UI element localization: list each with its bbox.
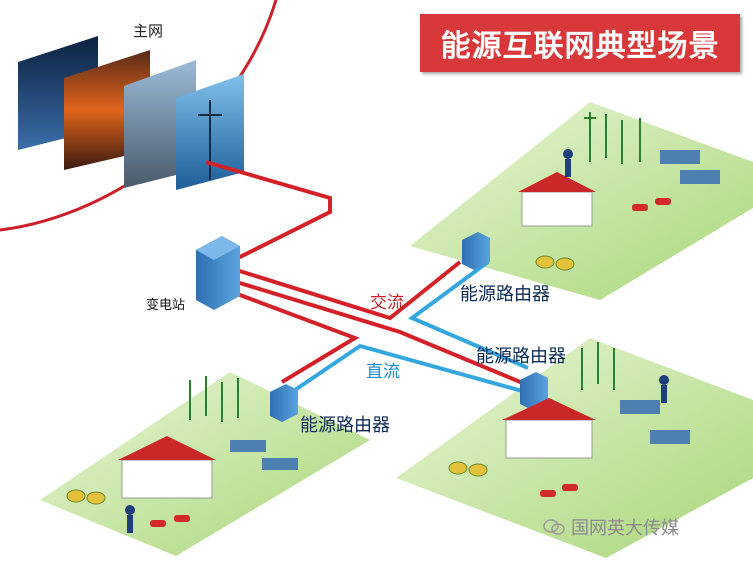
people: [125, 149, 669, 533]
wind-turbines-left: [189, 376, 239, 422]
houses-top-right: [518, 172, 596, 227]
ac-label: 交流: [370, 293, 404, 313]
solar-panels: [230, 150, 720, 470]
page-title: 能源互联网典型场景: [440, 29, 720, 64]
router-label-middle-right: 能源路由器: [476, 346, 566, 367]
wind-turbines-top: [584, 112, 641, 164]
router-box-top-right: [462, 232, 490, 270]
storage-tanks: [66, 255, 575, 505]
substation-label: 变电站: [146, 298, 186, 313]
title-banner: 能源互联网典型场景: [420, 14, 740, 72]
watermark-text: 国网英大传媒: [571, 518, 679, 539]
watermark: 国网英大传媒: [543, 514, 679, 540]
router-box-left: [270, 384, 298, 422]
main-grid-label: 主网: [133, 22, 164, 40]
router-label-top-right: 能源路由器: [460, 284, 550, 305]
ac-lines: [205, 160, 526, 386]
main-grid-photos: [18, 36, 244, 190]
electric-cars: [150, 198, 671, 527]
substation-box: [196, 236, 240, 310]
wind-turbines-middle: [581, 342, 615, 390]
dc-lines: [290, 260, 541, 398]
router-box-middle-right: [520, 372, 548, 410]
router-label-left: 能源路由器: [300, 415, 390, 436]
wechat-icon: [543, 519, 565, 535]
houses-left: [118, 436, 216, 499]
dc-label: 直流: [366, 362, 400, 382]
houses-middle-right: [502, 398, 596, 459]
